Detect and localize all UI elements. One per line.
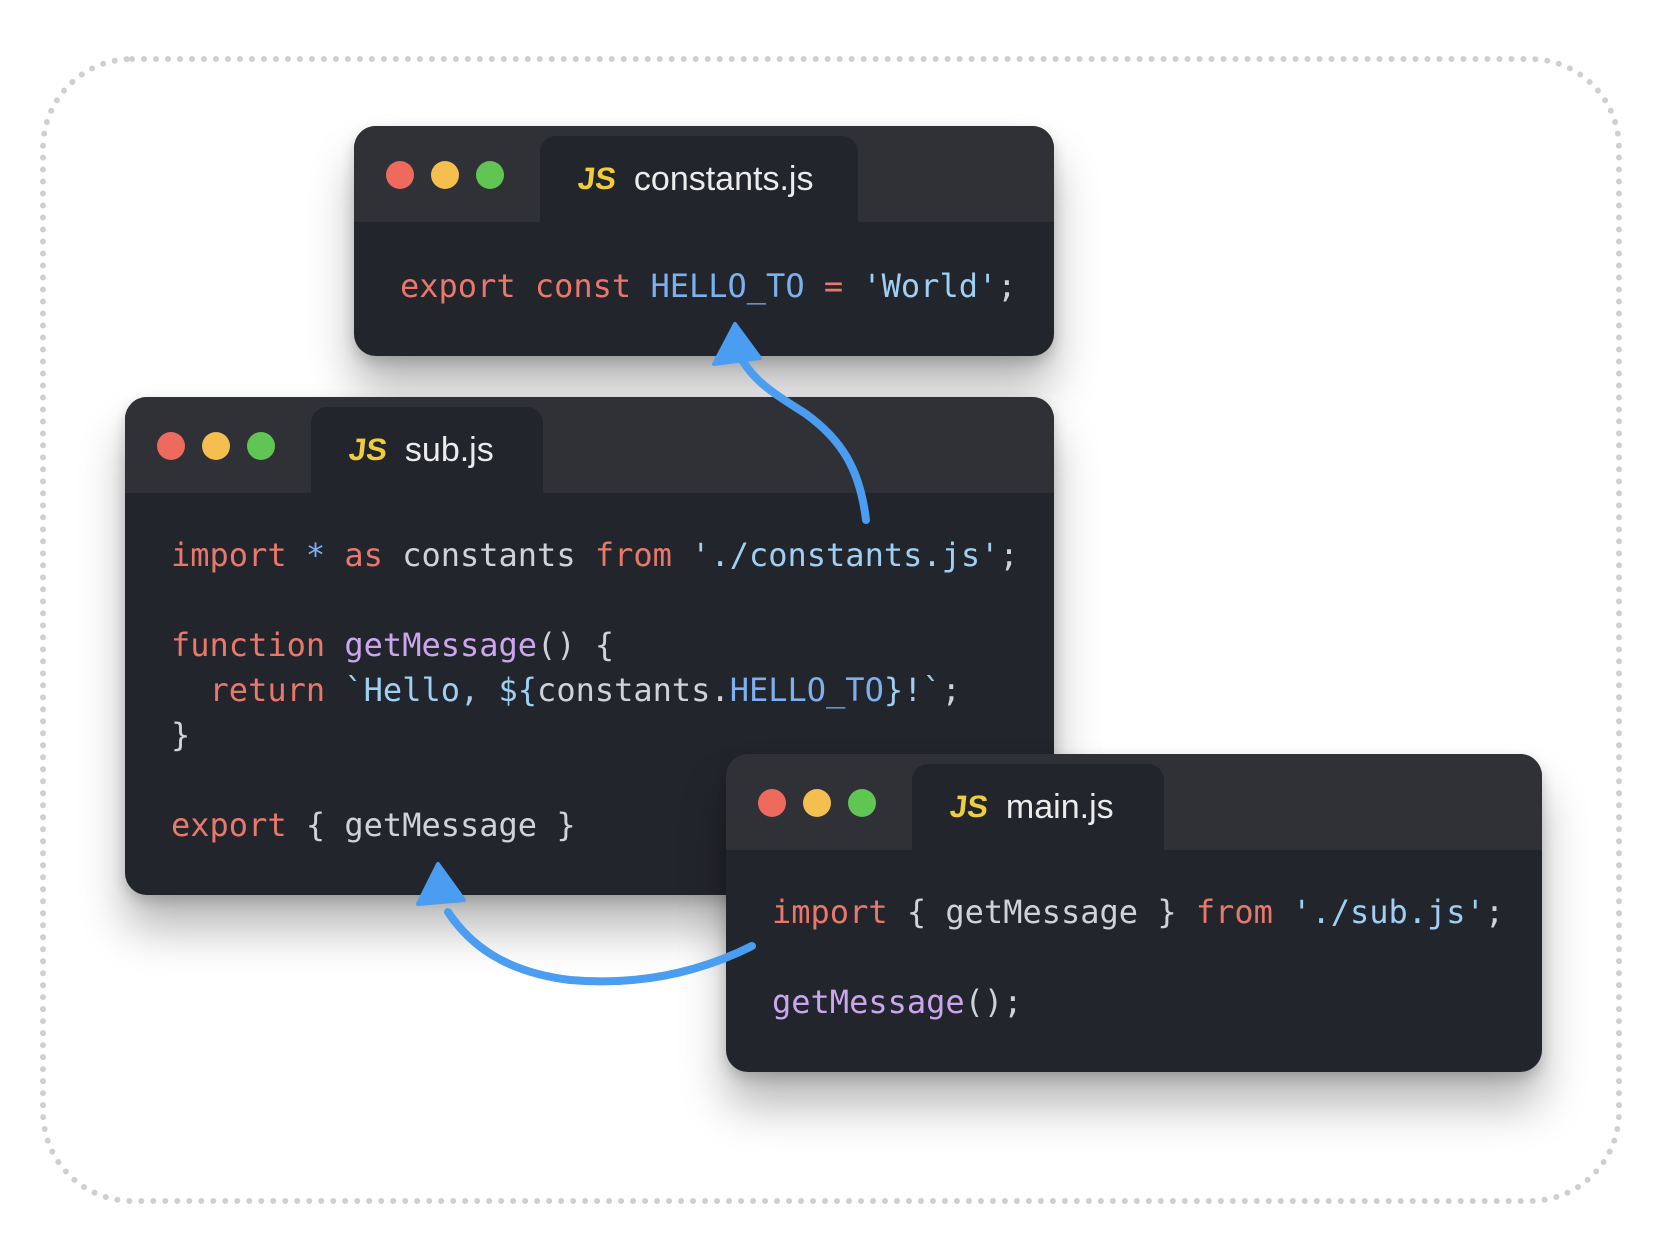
code-token: export <box>400 267 516 305</box>
code-token: const <box>534 267 632 305</box>
code-token <box>805 267 824 305</box>
main-titlebar: JS main.js <box>726 754 1542 850</box>
main-window: JS main.js import { getMessage } from '.… <box>726 754 1542 1072</box>
code-token: }!` <box>883 671 942 709</box>
code-token <box>516 267 535 305</box>
code-line: export { getMessage } <box>171 803 1054 848</box>
minimize-dot-icon[interactable] <box>202 432 230 460</box>
code-token <box>672 536 691 574</box>
code-token: } <box>171 716 191 754</box>
minimize-dot-icon[interactable] <box>803 789 831 817</box>
code-token: { getMessage } <box>887 893 1196 931</box>
code-token: from <box>594 536 672 574</box>
code-token <box>631 267 650 305</box>
code-token: HELLO_TO <box>729 671 884 709</box>
close-dot-icon[interactable] <box>386 161 414 189</box>
code-line: function getMessage() { <box>171 623 1054 668</box>
tab-constants-js[interactable]: JS constants.js <box>540 136 858 222</box>
code-token: import <box>171 536 287 574</box>
code-token <box>1273 893 1292 931</box>
code-token: getMessage <box>344 626 538 664</box>
code-token <box>325 626 344 664</box>
code-token: ; <box>1484 893 1505 931</box>
code-token <box>843 267 862 305</box>
minimize-dot-icon[interactable] <box>431 161 459 189</box>
tab-filename: sub.js <box>404 430 494 469</box>
code-token <box>287 536 306 574</box>
code-token: ; <box>997 267 1017 305</box>
code-token: = <box>823 267 844 305</box>
code-token: getMessage <box>772 983 965 1021</box>
code-token: as <box>344 536 383 574</box>
maximize-dot-icon[interactable] <box>848 789 876 817</box>
tab-sub-js[interactable]: JS sub.js <box>311 407 543 493</box>
code-line: return `Hello, ${constants.HELLO_TO}!`; <box>171 668 1054 713</box>
code-line: export const HELLO_TO = 'World'; <box>400 264 1054 309</box>
constants-window: JS constants.js export const HELLO_TO = … <box>354 126 1054 356</box>
code-editor[interactable]: import * as constants from './constants.… <box>125 493 1054 848</box>
code-token: import <box>772 893 888 931</box>
close-dot-icon[interactable] <box>157 432 185 460</box>
code-token: { getMessage } <box>286 806 576 844</box>
code-editor[interactable]: export const HELLO_TO = 'World'; <box>354 222 1054 309</box>
code-token: export <box>171 806 287 844</box>
code-token: './constants.js' <box>691 536 1000 574</box>
code-token: () { <box>537 626 615 664</box>
code-token: * <box>305 536 326 574</box>
code-token <box>171 671 210 709</box>
tab-filename: constants.js <box>633 159 814 198</box>
code-token: from <box>1195 893 1273 931</box>
code-token: function <box>171 626 326 664</box>
code-line <box>171 578 1054 623</box>
code-token: ; <box>941 671 961 709</box>
constants-titlebar: JS constants.js <box>354 126 1054 222</box>
code-line <box>772 935 1542 980</box>
code-token: './sub.js' <box>1292 893 1485 931</box>
tab-main-js[interactable]: JS main.js <box>912 764 1164 850</box>
code-token <box>325 536 344 574</box>
code-token: return <box>209 671 326 709</box>
js-file-icon: JS <box>347 432 389 467</box>
code-editor[interactable]: import { getMessage } from './sub.js'; ge… <box>726 850 1542 1025</box>
code-token: 'World' <box>862 267 998 305</box>
close-dot-icon[interactable] <box>758 789 786 817</box>
maximize-dot-icon[interactable] <box>247 432 275 460</box>
dotted-border-frame <box>40 56 1622 1204</box>
code-token: ; <box>999 536 1019 574</box>
js-file-icon: JS <box>576 161 618 196</box>
code-token: `Hello, ${ <box>344 671 538 709</box>
code-token <box>325 671 344 709</box>
code-token: constants. <box>537 671 730 709</box>
code-token: (); <box>964 983 1023 1021</box>
code-line: import { getMessage } from './sub.js'; <box>772 890 1542 935</box>
code-line: } <box>171 713 1054 758</box>
sub-titlebar: JS sub.js <box>125 397 1054 493</box>
code-token: HELLO_TO <box>650 267 805 305</box>
maximize-dot-icon[interactable] <box>476 161 504 189</box>
js-file-icon: JS <box>948 789 990 824</box>
code-token: constants <box>382 536 595 574</box>
tab-filename: main.js <box>1005 787 1114 826</box>
code-line: getMessage(); <box>772 980 1542 1025</box>
code-line: import * as constants from './constants.… <box>171 533 1054 578</box>
